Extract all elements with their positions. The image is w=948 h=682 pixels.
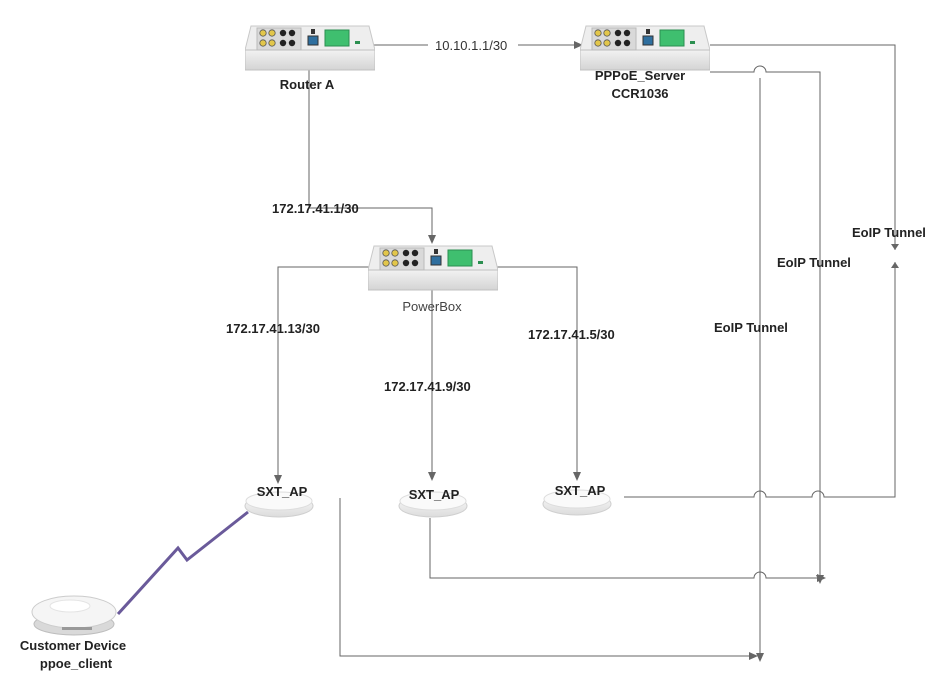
customer-device-icon — [31, 595, 117, 636]
arrowhead — [749, 652, 758, 660]
arrowhead — [756, 653, 764, 662]
eoip-tunnel-label-middle: EoIP Tunnel — [777, 255, 851, 270]
powerbox-icon — [368, 245, 498, 291]
eoip-tunnel-middle — [429, 65, 821, 579]
sxt-ap-middle-label: SXT_AP — [408, 487, 460, 502]
powerbox-label: PowerBox — [402, 299, 462, 314]
pppoe-server-icon — [580, 25, 710, 71]
arrowhead — [274, 475, 282, 484]
customer-device-label: Customer Device — [19, 638, 127, 653]
router-a-label: Router A — [279, 77, 335, 92]
arrowhead — [428, 472, 436, 481]
arrowhead — [891, 262, 899, 268]
router-a-icon — [245, 25, 375, 71]
customer-device-client-label: ppoe_client — [39, 656, 113, 671]
eoip-tunnel-label-outer: EoIP Tunnel — [852, 225, 926, 240]
arrowhead — [573, 472, 581, 481]
arrowhead — [574, 41, 583, 49]
link-label-left-ap: 172.17.41.13/30 — [226, 321, 320, 336]
link-label-router-pppoe: 10.10.1.1/30 — [435, 38, 508, 53]
sxt-ap-left-label: SXT_AP — [256, 484, 308, 499]
link-label-right-ap: 172.17.41.5/30 — [528, 327, 615, 342]
eoip-tunnel-outer — [624, 44, 896, 498]
arrowhead — [428, 235, 436, 244]
eoip-tunnel-inner — [339, 78, 761, 657]
link-powerbox-right-ap — [494, 266, 578, 475]
link-router-powerbox — [308, 70, 433, 238]
wireless-link — [116, 510, 249, 616]
arrowhead — [817, 574, 826, 582]
arrowhead — [891, 244, 899, 250]
link-label-router-powerbox: 172.17.41.1/30 — [272, 201, 359, 216]
eoip-tunnel-label-inner: EoIP Tunnel — [714, 320, 788, 335]
pppoe-server-label: PPPoE_Server — [594, 68, 686, 83]
pppoe-server-model-label: CCR1036 — [611, 86, 669, 101]
link-label-middle-ap: 172.17.41.9/30 — [384, 379, 471, 394]
link-powerbox-left-ap — [277, 266, 372, 478]
sxt-ap-right-label: SXT_AP — [554, 483, 606, 498]
